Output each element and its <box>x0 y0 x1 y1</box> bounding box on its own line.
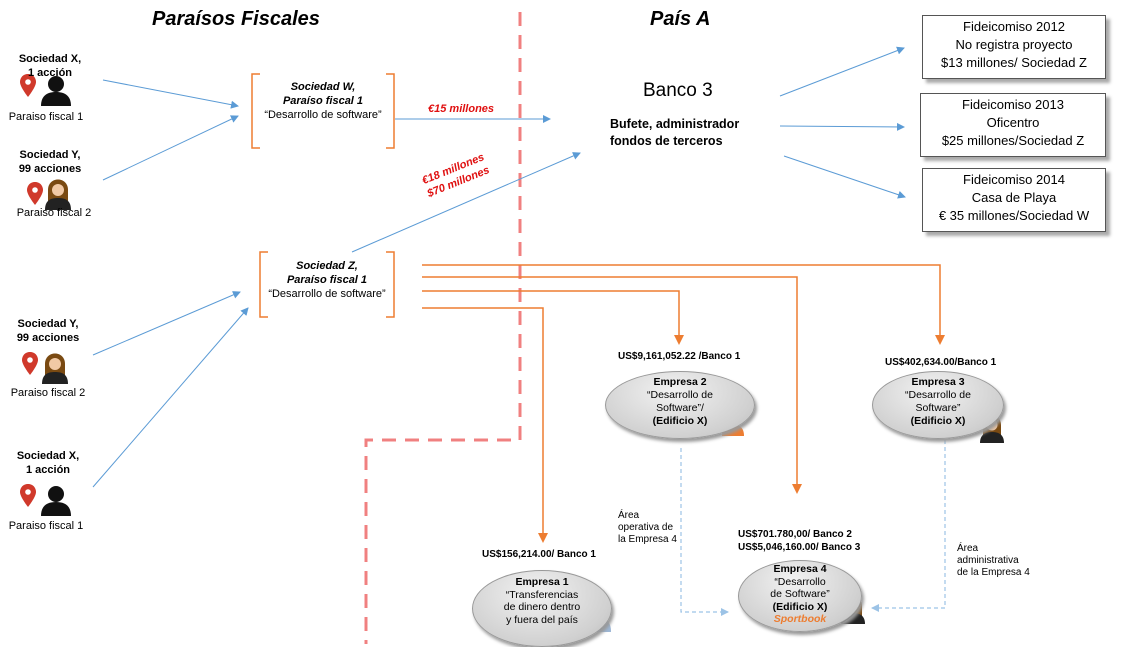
arrow-bank-to-trust-2014 <box>783 155 906 199</box>
header-country-a: País A <box>650 8 711 30</box>
empresa4-accounts: US$701.780,00/ Banco 2 US$5,046,160.00/ … <box>738 529 861 553</box>
bank-description: Bufete, administrador fondos de terceros <box>610 117 740 148</box>
bracket-z-left <box>259 251 268 318</box>
empresa4-oval: Empresa 4 “Desarrollo de Software” (Edif… <box>738 560 862 632</box>
sociedad-z: Sociedad Z, Paraíso fiscal 1 “Desarrollo… <box>268 260 386 300</box>
header-tax-havens: Paraísos Fiscales <box>152 8 320 30</box>
shareholder-y-bottom: Sociedad Y, 99 acciones <box>16 318 80 344</box>
arrow-z-to-empresa1 <box>422 307 548 543</box>
trust-2013-box: Fideicomiso 2013 Oficentro $25 millones/… <box>920 93 1106 157</box>
location-pin-icon <box>22 352 38 375</box>
person-male-icon <box>41 486 71 516</box>
arrow-empresa3-to-empresa4 <box>871 440 946 612</box>
bank-title: Banco 3 <box>643 80 713 101</box>
shareholder-x-top-location: Paraiso fiscal 1 <box>8 111 84 123</box>
arrow-bank-to-trust-2012 <box>779 46 905 97</box>
arrow-bank-to-trust-2013 <box>779 122 905 131</box>
person-male-icon <box>41 76 71 106</box>
location-pin-icon <box>20 484 36 507</box>
arrow-z-to-bank <box>351 152 581 253</box>
empresa1-oval: Empresa 1 “Transferencias de dinero dent… <box>472 570 612 647</box>
arrow-x2-to-z <box>92 307 249 488</box>
bracket-w-left <box>251 73 260 149</box>
arrow-empresa2-to-empresa4 <box>680 448 729 616</box>
trust-2012-box: Fideicomiso 2012 No registra proyecto $1… <box>922 15 1106 79</box>
arrow-z-to-empresa2 <box>422 290 684 345</box>
trust-2014-box: Fideicomiso 2014 Casa de Playa € 35 mill… <box>922 168 1106 232</box>
person-female-icon <box>45 179 71 210</box>
sociedad-w: Sociedad W, Paraíso fiscal 1 “Desarrollo… <box>264 81 382 121</box>
shareholder-x-bottom-location: Paraiso fiscal 1 <box>8 520 84 532</box>
shareholder-y-top-location: Paraiso fiscal 2 <box>16 207 92 219</box>
note-operativa: Área operativa de la Empresa 4 <box>618 510 677 545</box>
shareholder-y-top: Sociedad Y, 99 acciones <box>18 149 82 175</box>
arrow-y1-to-w <box>102 115 239 181</box>
person-female-icon <box>42 353 68 384</box>
empresa3-account: US$402,634.00/Banco 1 <box>885 357 997 368</box>
jurisdiction-border <box>364 12 522 644</box>
location-pin-icon <box>27 182 43 205</box>
arrow-y2-to-z <box>92 291 241 356</box>
transfer-w-amount: €15 millones <box>428 103 495 115</box>
bracket-z-right <box>386 251 395 318</box>
empresa3-oval: Empresa 3 “Desarrollo de Software” (Edif… <box>872 371 1004 439</box>
arrow-z-to-empresa3 <box>422 264 945 345</box>
arrow-z-to-empresa4 <box>422 276 802 494</box>
bracket-w-right <box>386 73 395 149</box>
empresa2-oval: Empresa 2 “Desarrollo de Software”/ (Edi… <box>605 371 755 439</box>
location-pin-icon <box>20 74 36 97</box>
empresa1-account: US$156,214.00/ Banco 1 <box>482 549 596 560</box>
shareholder-x-bottom: Sociedad X, 1 acción <box>16 450 80 476</box>
empresa2-account: US$9,161,052.22 /Banco 1 <box>618 351 741 362</box>
shareholder-x-top: Sociedad X, 1 acción <box>18 53 82 79</box>
arrow-x1-to-w <box>102 79 239 109</box>
shareholder-y-bottom-location: Paraiso fiscal 2 <box>10 387 86 399</box>
note-administrativa: Área administrativa de la Empresa 4 <box>957 543 1030 578</box>
